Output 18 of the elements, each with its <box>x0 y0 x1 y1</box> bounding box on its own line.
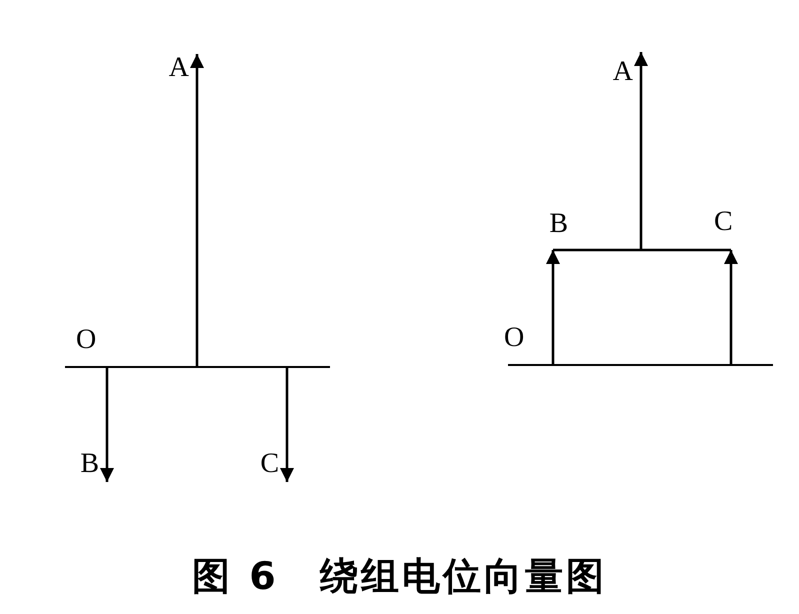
connector-line <box>553 248 731 252</box>
phasor-label: C <box>714 208 733 236</box>
phasor-label: A <box>168 54 189 82</box>
arrow <box>280 368 294 482</box>
arrow <box>546 250 560 364</box>
arrow <box>634 52 648 250</box>
baseline <box>65 366 330 368</box>
origin-label: O <box>504 324 524 352</box>
phasor-label: B <box>80 450 99 478</box>
caption: 图 6 绕组电位向量图 <box>190 553 608 600</box>
phasor-label: A <box>612 58 633 86</box>
origin-label: O <box>76 326 96 354</box>
arrow <box>724 250 738 364</box>
arrow <box>190 54 204 366</box>
arrow <box>100 368 114 482</box>
phasor-label: B <box>549 210 568 238</box>
baseline <box>508 364 773 366</box>
phasor-label: C <box>260 450 279 478</box>
